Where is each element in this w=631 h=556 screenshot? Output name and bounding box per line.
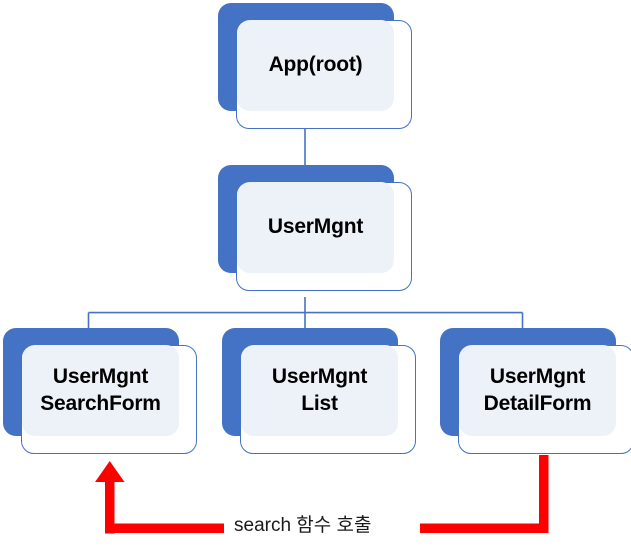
node-fill-layer bbox=[237, 20, 394, 111]
node-fill-layer bbox=[241, 345, 398, 436]
callout-label-search-function-call: search 함수 호출 bbox=[228, 516, 378, 535]
node-fill-layer bbox=[22, 345, 179, 436]
node-fill-layer bbox=[459, 345, 616, 436]
callout-segment-horizontal-right bbox=[420, 523, 549, 533]
callout-segment-down bbox=[539, 455, 549, 533]
callout-segment-horizontal-left bbox=[105, 523, 224, 533]
callout-segment-up bbox=[105, 479, 115, 534]
node-fill-layer bbox=[237, 182, 394, 273]
callout-arrowhead bbox=[95, 461, 125, 482]
